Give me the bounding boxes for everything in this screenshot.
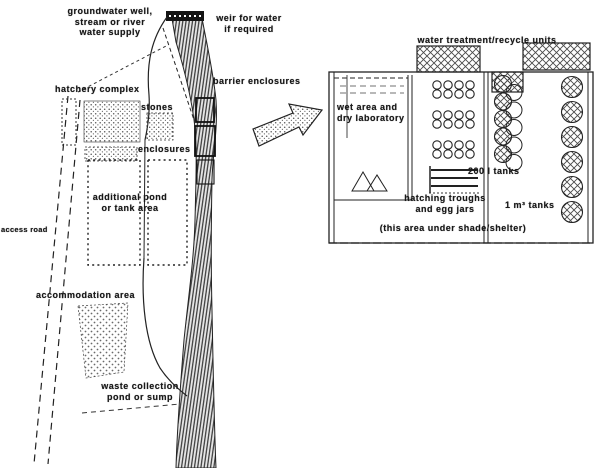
zoom-arrow — [252, 103, 324, 147]
accommodation-area — [77, 302, 129, 379]
tanks-200l-label: 200 l tanks — [468, 166, 520, 176]
barrier-enclosure-2 — [194, 125, 216, 157]
hatchery-complex-label: hatchery complex — [55, 84, 140, 94]
wet-area-lab-label: wet area and dry laboratory — [337, 102, 405, 123]
tanks-1m3-label: 1 m³ tanks — [505, 200, 555, 210]
water-treatment-unit — [522, 42, 591, 71]
feed-pile-triangle — [366, 174, 388, 192]
groundwater-supply-label: groundwater well, stream or river water … — [67, 6, 153, 38]
accommodation-area-label: accommodation area — [36, 290, 136, 300]
additional-pond-right — [147, 159, 188, 266]
additional-pond-label: additional pond or tank area — [92, 192, 168, 213]
access-road-line — [33, 95, 69, 465]
water-treatment-unit — [416, 45, 481, 73]
access-road-line — [47, 99, 81, 465]
barrier-enclosures-label: barrier enclosures — [213, 76, 301, 86]
waste-collection-label: waste collection pond or sump — [101, 381, 179, 402]
shade-shelter-label: (this area under shade/shelter) — [379, 223, 527, 233]
one-cubic-metre-tanks — [560, 75, 584, 224]
barrier-enclosure-3 — [196, 159, 215, 185]
barrier-enclosure-1 — [195, 97, 215, 123]
weir-label: weir for water if required — [216, 13, 282, 34]
hatching-troughs-label: hatching troughs and egg jars — [404, 193, 486, 214]
additional-pond-left — [87, 159, 141, 266]
hatching-troughs — [429, 166, 481, 194]
egg-jar-rack — [432, 80, 475, 159]
stones-label: stones — [141, 102, 174, 112]
access-road-label: access road — [1, 225, 48, 234]
enclosure-strip — [84, 146, 138, 162]
enclosures-label: enclosures — [138, 144, 191, 154]
feed-pile-triangle — [351, 171, 375, 192]
round-tank-chain — [493, 74, 523, 171]
water-treatment-label: water treatment/recycle units — [417, 35, 557, 45]
stones-area — [146, 112, 174, 141]
hatchery-building — [83, 100, 141, 143]
